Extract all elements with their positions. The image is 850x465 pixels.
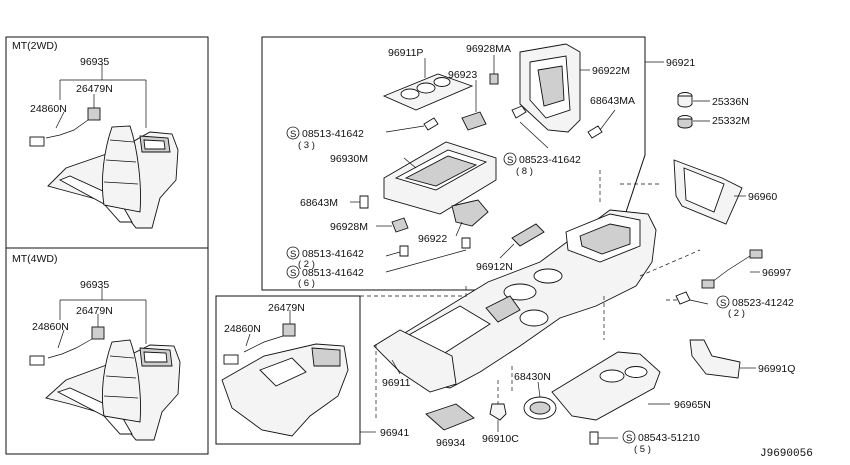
label-24860N-4wd: 24860N	[32, 321, 69, 333]
screw-symbol: S	[290, 249, 296, 260]
screw-symbol: S	[507, 155, 513, 166]
qty-08513-b: ( 2 )	[298, 259, 315, 270]
label-96965N: 96965N	[674, 399, 711, 411]
label-08523-41242: 08523-41242	[732, 297, 794, 309]
label-08543-51210: 08543-51210	[638, 432, 700, 444]
label-96941: 96941	[380, 427, 409, 439]
label-96921: 96921	[666, 57, 695, 69]
label-96910C: 96910C	[482, 433, 519, 445]
inset-title-mt4wd: MT(4WD)	[12, 253, 58, 265]
label-96997: 96997	[762, 267, 791, 279]
label-96935-4wd: 96935	[80, 279, 109, 291]
label-08523-41642: 08523-41642	[519, 154, 581, 166]
inset-96941: 26479N 24860N 96941	[215, 295, 409, 445]
bottom-parts: 96934 96910C 68430N	[425, 371, 557, 449]
label-68643MA: 68643MA	[590, 95, 635, 107]
inset-mt4wd: MT(4WD) 96935 26479N 24860N	[5, 247, 209, 455]
label-96922: 96922	[418, 233, 447, 245]
qty-08513-a: ( 3 )	[298, 140, 315, 151]
label-24860N-console: 24860N	[224, 323, 261, 335]
right-parts: 25336N 25332M 96960 96997 S 08523-41242 …	[551, 92, 795, 455]
label-96912N: 96912N	[476, 261, 513, 273]
label-96935-2wd: 96935	[80, 56, 109, 68]
label-96928MA: 96928MA	[466, 43, 511, 55]
inset-mt2wd: MT(2WD) 96935 26479N 24860N	[5, 36, 209, 249]
label-96911: 96911	[382, 377, 411, 389]
qty-08513-c: ( 6 )	[298, 278, 315, 289]
qty-08523-a: ( 8 )	[516, 166, 533, 177]
screw-symbol: S	[720, 298, 726, 309]
label-96911P: 96911P	[388, 47, 423, 59]
label-96930M: 96930M	[330, 153, 368, 165]
label-25336N: 25336N	[712, 96, 749, 108]
screw-symbol: S	[626, 433, 632, 444]
label-96991Q: 96991Q	[758, 363, 795, 375]
label-68430N: 68430N	[514, 371, 551, 383]
label-08513-41642-b: 08513-41642	[302, 248, 364, 260]
diagram-code: J9690056	[760, 448, 813, 460]
main-console: 96912N 96911	[360, 170, 701, 420]
label-96934: 96934	[436, 437, 465, 449]
label-26479N-4wd: 26479N	[76, 305, 113, 317]
label-96922M: 96922M	[592, 65, 630, 77]
qty-08523-b: ( 2 )	[728, 308, 745, 319]
armrest-group: 96911P 96928MA 96923 96922M 96921 68643M…	[261, 36, 695, 291]
label-24860N-2wd: 24860N	[30, 103, 67, 115]
label-96923: 96923	[448, 69, 477, 81]
inset-title-mt2wd: MT(2WD)	[12, 40, 58, 52]
label-08513-41642-a: 08513-41642	[302, 128, 364, 140]
label-68643M: 68643M	[300, 197, 338, 209]
screw-symbol: S	[290, 268, 296, 279]
label-96928M: 96928M	[330, 221, 368, 233]
label-08513-41642-c: 08513-41642	[302, 267, 364, 279]
screw-symbol: S	[290, 129, 296, 140]
label-96960: 96960	[748, 191, 777, 203]
label-25332M: 25332M	[712, 115, 750, 127]
label-26479N-2wd: 26479N	[76, 83, 113, 95]
label-26479N-console: 26479N	[268, 302, 305, 314]
qty-08543: ( 5 )	[634, 444, 651, 455]
